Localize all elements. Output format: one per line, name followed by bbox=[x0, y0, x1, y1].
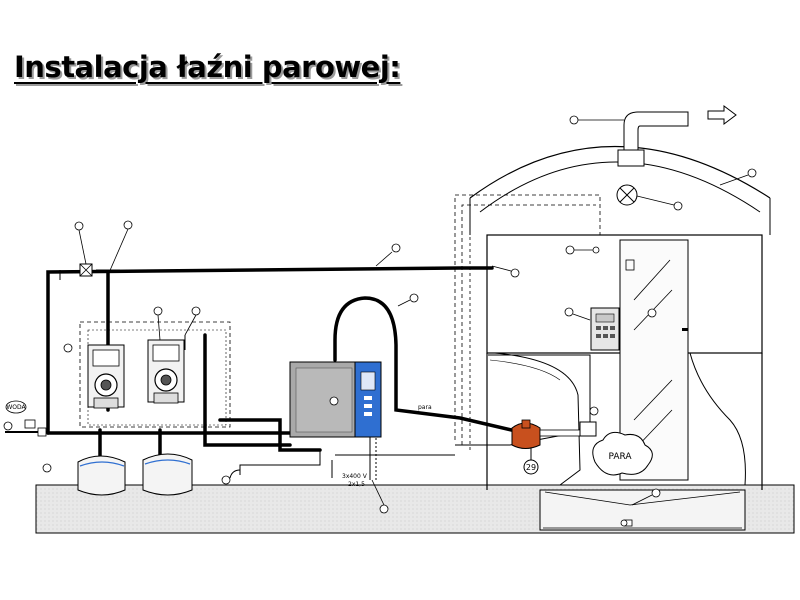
page-title: Instalacja łaźni parowej: bbox=[14, 50, 401, 84]
chemical-tank-1 bbox=[77, 455, 126, 496]
svg-text:PARA: PARA bbox=[608, 452, 632, 462]
water-inlet-valve: WODA bbox=[5, 400, 48, 437]
cabin-dome bbox=[469, 146, 771, 199]
steam-valve bbox=[511, 419, 581, 449]
main-pipes bbox=[46, 266, 522, 472]
part-29-marker: 29 bbox=[523, 448, 539, 475]
voltage-label: 3x400 V bbox=[342, 473, 368, 480]
door-handle bbox=[625, 259, 635, 271]
cable-label: 2x1,5 bbox=[348, 481, 365, 488]
cabin-dome-inner bbox=[479, 161, 761, 213]
drain-funnel bbox=[544, 491, 741, 506]
steam-nozzle bbox=[579, 421, 597, 437]
pump-cabinet-dashed bbox=[79, 321, 231, 428]
steam-generator bbox=[289, 361, 382, 438]
steam-cloud: PARA bbox=[592, 431, 653, 476]
chemical-tank-2 bbox=[142, 453, 193, 496]
callouts bbox=[3, 115, 757, 527]
dosing-pump-2 bbox=[147, 339, 185, 404]
dosing-pump-1 bbox=[87, 344, 125, 409]
pipe-label: para bbox=[418, 404, 432, 411]
arrow-right-icon bbox=[707, 105, 737, 125]
exhaust-chimney bbox=[623, 111, 689, 166]
bench-right bbox=[689, 352, 746, 486]
fan-icon bbox=[616, 184, 638, 206]
svg-text:WODA: WODA bbox=[6, 404, 26, 411]
floor-drain-pit bbox=[539, 489, 746, 531]
svg-text:29: 29 bbox=[526, 463, 536, 472]
wall-contour-dashed bbox=[454, 194, 601, 440]
shutoff-valve-icon bbox=[79, 263, 93, 277]
